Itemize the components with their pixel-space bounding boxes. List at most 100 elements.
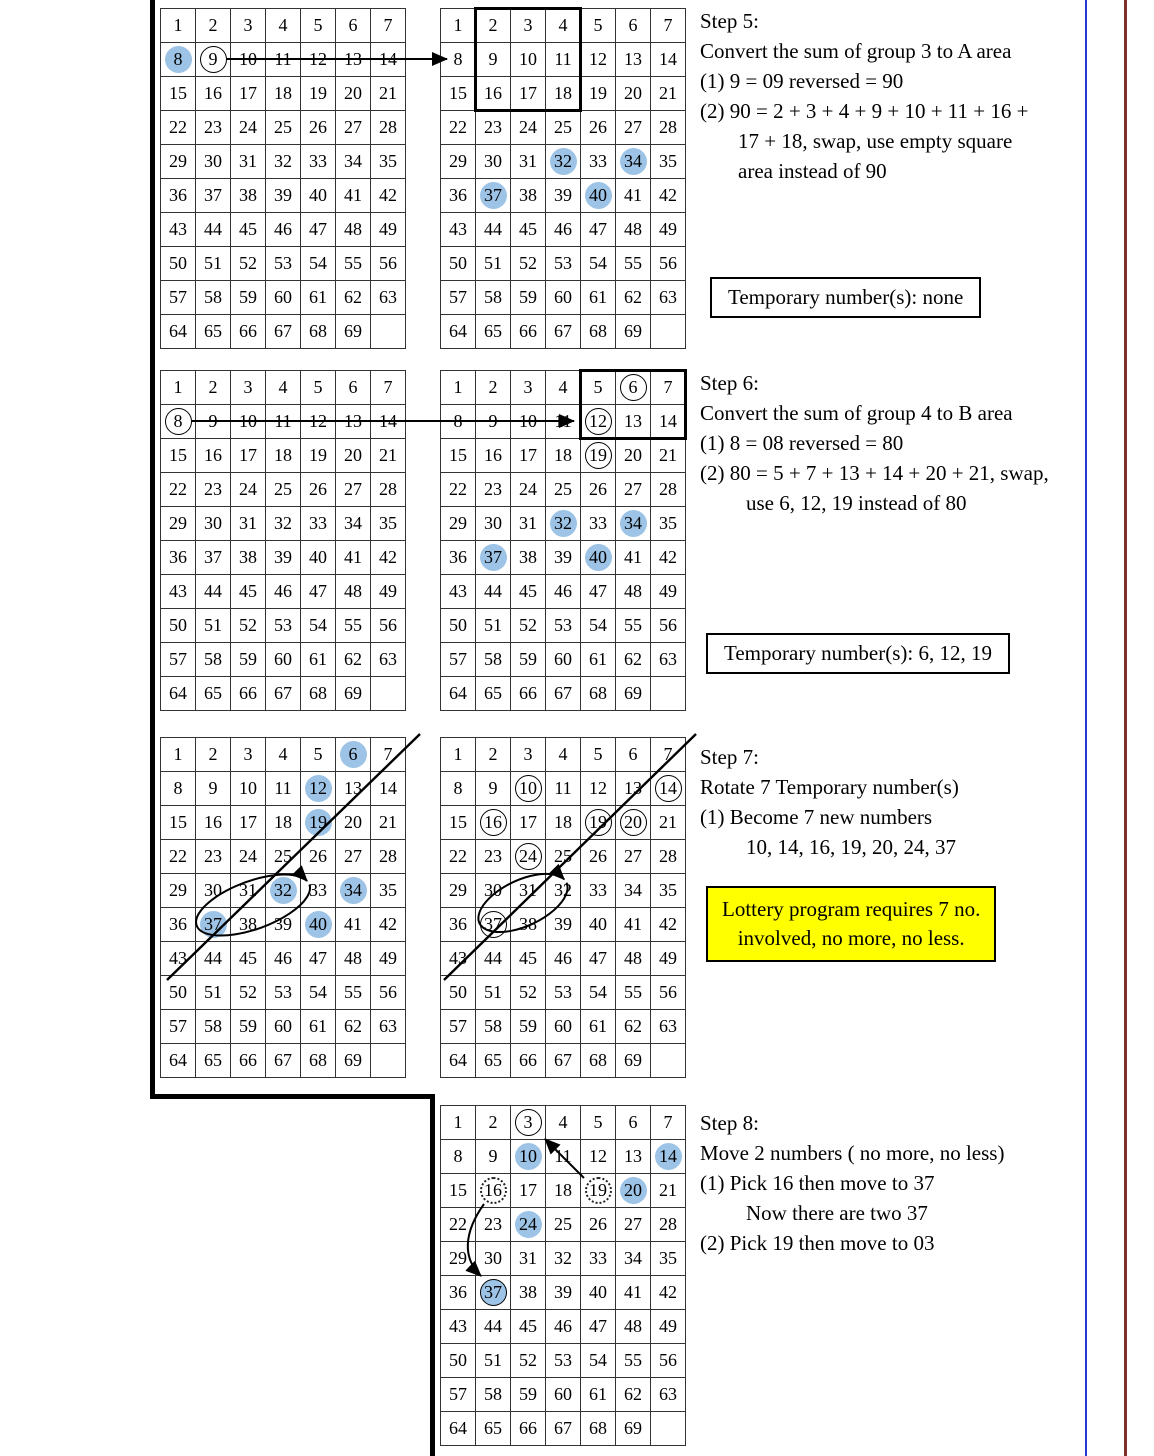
- grid-number: 7: [663, 1112, 673, 1132]
- grid-number: 7: [663, 744, 673, 764]
- grid-number: 69: [624, 321, 642, 341]
- step7-right-cell-37: 37: [476, 908, 511, 942]
- grid-number: 65: [484, 1418, 502, 1438]
- step6-right-cell-36: 36: [441, 541, 476, 575]
- step7-right-cell-21: 21: [651, 806, 686, 840]
- step6-right-cell-35: 35: [651, 507, 686, 541]
- grid-number: 20: [619, 1177, 647, 1204]
- step6-left-cell-50: 50: [161, 609, 196, 643]
- step5-left-cell-62: 62: [336, 281, 371, 315]
- grid-number: 47: [589, 1316, 607, 1336]
- grid-number: 23: [484, 1214, 502, 1234]
- step5-right-cell-31: 31: [511, 145, 546, 179]
- grid-number: 20: [619, 809, 647, 836]
- step7-right-cell-63: 63: [651, 1010, 686, 1044]
- step8-cell-30: 30: [476, 1242, 511, 1276]
- grid-number: 52: [519, 1350, 537, 1370]
- step7-left-cell-24: 24: [231, 840, 266, 874]
- grid-number: 29: [169, 151, 187, 171]
- grid-number: 62: [624, 649, 642, 669]
- step5-right-cell-2: 2: [476, 9, 511, 43]
- grid-number: 20: [344, 83, 362, 103]
- step5-right-cell-18: 18: [546, 77, 581, 111]
- grid-number: 41: [624, 185, 642, 205]
- step7-right-cell-66: 66: [511, 1044, 546, 1078]
- step6-left-cell-22: 22: [161, 473, 196, 507]
- step8-title: Step 8:: [700, 1111, 759, 1135]
- step6-right-cell-5: 5: [581, 371, 616, 405]
- grid-number: 39: [554, 185, 572, 205]
- step6-left-cell-69: 69: [336, 677, 371, 711]
- step5-line: (1) 9 = 09 reversed = 90: [700, 69, 904, 93]
- grid-number: 7: [383, 377, 393, 397]
- grid-number: 13: [344, 49, 362, 69]
- step6-right-cell-10: 10: [511, 405, 546, 439]
- step7-left-cell-13: 13: [336, 772, 371, 806]
- grid-number: 25: [274, 117, 292, 137]
- grid-number: 47: [309, 219, 327, 239]
- step7-left-cell-35: 35: [371, 874, 406, 908]
- grid-number: 62: [624, 1384, 642, 1404]
- grid-number: 32: [274, 513, 292, 533]
- step8-cell-11: 11: [546, 1140, 581, 1174]
- step5-right-cell-17: 17: [511, 77, 546, 111]
- step7-right-cell-8: 8: [441, 772, 476, 806]
- grid-number: 66: [239, 1050, 257, 1070]
- step5-left-cell-1: 1: [161, 9, 196, 43]
- step7-right-cell-15: 15: [441, 806, 476, 840]
- grid-number: 36: [169, 547, 187, 567]
- grid-number: 59: [519, 1016, 537, 1036]
- grid-number: 48: [624, 948, 642, 968]
- grid-number: 67: [554, 683, 572, 703]
- grid-number: 40: [589, 1282, 607, 1302]
- grid-number: 2: [208, 744, 218, 764]
- grid-number: 30: [484, 880, 502, 900]
- grid-number: 51: [204, 615, 222, 635]
- step5-left-cell-37: 37: [196, 179, 231, 213]
- grid-number: 15: [449, 83, 467, 103]
- grid-number: 9: [488, 1146, 498, 1166]
- grid-number: 27: [624, 846, 642, 866]
- step8-cell-2: 2: [476, 1106, 511, 1140]
- grid-number: 11: [274, 411, 292, 431]
- step5-left-cell-42: 42: [371, 179, 406, 213]
- frame-border-bottom: [150, 1094, 435, 1099]
- grid-number: 46: [554, 581, 572, 601]
- grid-number: 40: [584, 182, 612, 209]
- grid-number: 35: [659, 513, 677, 533]
- step7-right-cell-38: 38: [511, 908, 546, 942]
- grid-number: 5: [313, 744, 323, 764]
- grid-number: 13: [624, 1146, 642, 1166]
- step5-left-cell-53: 53: [266, 247, 301, 281]
- grid-number: 42: [659, 185, 677, 205]
- step6-left-cell-24: 24: [231, 473, 266, 507]
- grid-number: 32: [554, 1248, 572, 1268]
- step7-right-cell-57: 57: [441, 1010, 476, 1044]
- grid-number: 18: [274, 812, 292, 832]
- step7-right-cell-19: 19: [581, 806, 616, 840]
- grid-number: 9: [199, 46, 227, 73]
- step7-left-cell-empty: [371, 1044, 406, 1078]
- grid-number: 13: [344, 778, 362, 798]
- grid-number: 1: [453, 377, 463, 397]
- grid-number: 32: [549, 148, 577, 175]
- grid-number: 67: [554, 1050, 572, 1070]
- step5-left-cell-46: 46: [266, 213, 301, 247]
- step7-left-cell-32: 32: [266, 874, 301, 908]
- grid-number: 51: [484, 982, 502, 1002]
- step7-right-cell-14: 14: [651, 772, 686, 806]
- step5-right-cell-55: 55: [616, 247, 651, 281]
- step5-left-cell-26: 26: [301, 111, 336, 145]
- grid-number: 65: [204, 1050, 222, 1070]
- step6-left-cell-15: 15: [161, 439, 196, 473]
- step5-left-cell-18: 18: [266, 77, 301, 111]
- grid-number: 38: [519, 185, 537, 205]
- grid-number: 18: [274, 83, 292, 103]
- step5-left-cell-67: 67: [266, 315, 301, 349]
- grid-number: 21: [659, 445, 677, 465]
- step8-line: Now there are two 37: [746, 1201, 928, 1225]
- grid-number: 45: [519, 948, 537, 968]
- step5-right-cell-19: 19: [581, 77, 616, 111]
- grid-number: 16: [484, 83, 502, 103]
- grid-number: 26: [589, 117, 607, 137]
